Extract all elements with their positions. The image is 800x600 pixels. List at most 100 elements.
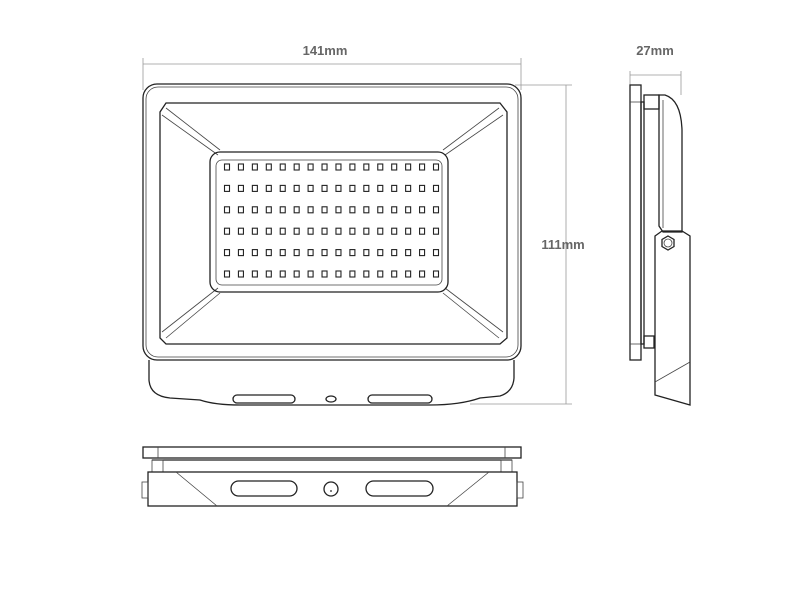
- led-chip: [321, 249, 328, 257]
- depth-dimension: 27mm: [629, 43, 682, 95]
- led-chip: [307, 206, 314, 214]
- led-chip: [293, 163, 300, 171]
- led-chip: [251, 184, 258, 192]
- led-chip: [265, 206, 272, 214]
- vent-slot-right: [367, 394, 433, 404]
- height-dimension: 111mm: [470, 84, 585, 405]
- led-chip: [377, 184, 384, 192]
- led-chip: [363, 184, 370, 192]
- led-chip: [265, 184, 272, 192]
- led-grid: [223, 163, 440, 278]
- width-label: 141mm: [303, 43, 348, 58]
- led-chip: [419, 227, 426, 235]
- led-chip: [321, 227, 328, 235]
- led-chip: [251, 270, 258, 278]
- led-chip: [349, 163, 356, 171]
- led-chip: [419, 206, 426, 214]
- led-chip: [432, 249, 440, 257]
- led-chip: [237, 163, 244, 171]
- vent-slot-left: [232, 394, 296, 404]
- led-chip: [237, 227, 244, 235]
- led-chip: [265, 227, 272, 235]
- led-chip: [405, 206, 412, 214]
- led-chip: [223, 270, 231, 278]
- led-chip: [223, 206, 231, 214]
- led-chip: [377, 163, 384, 171]
- led-chip: [237, 184, 244, 192]
- led-chip: [405, 249, 412, 257]
- led-chip: [279, 227, 286, 235]
- led-chip: [391, 163, 398, 171]
- led-chip: [377, 249, 384, 257]
- led-chip: [321, 270, 328, 278]
- led-chip: [293, 270, 300, 278]
- led-chip: [321, 206, 328, 214]
- led-chip: [335, 184, 342, 192]
- led-chip: [293, 249, 300, 257]
- led-chip: [279, 163, 286, 171]
- bolt-icon: [661, 235, 675, 251]
- led-chip: [363, 249, 370, 257]
- led-chip: [363, 227, 370, 235]
- led-chip: [405, 163, 412, 171]
- led-chip: [391, 206, 398, 214]
- led-chip: [307, 270, 314, 278]
- led-chip: [349, 249, 356, 257]
- led-chip: [251, 206, 258, 214]
- led-chip: [335, 270, 342, 278]
- led-chip: [363, 163, 370, 171]
- led-chip: [293, 206, 300, 214]
- led-chip: [279, 249, 286, 257]
- led-chip: [419, 163, 426, 171]
- led-chip: [279, 206, 286, 214]
- cable-gland: [325, 395, 337, 403]
- led-chip: [349, 270, 356, 278]
- led-chip: [279, 184, 286, 192]
- height-label: 111mm: [541, 237, 584, 252]
- led-chip: [405, 184, 412, 192]
- led-chip: [307, 184, 314, 192]
- led-chip: [349, 184, 356, 192]
- led-chip: [335, 249, 342, 257]
- led-chip: [293, 184, 300, 192]
- led-chip: [307, 227, 314, 235]
- led-chip: [223, 249, 231, 257]
- led-chip: [265, 270, 272, 278]
- led-chip: [391, 184, 398, 192]
- led-chip: [377, 270, 384, 278]
- led-chip: [432, 163, 440, 171]
- led-chip: [377, 227, 384, 235]
- led-chip: [432, 227, 440, 235]
- led-chip: [377, 206, 384, 214]
- led-chip: [349, 206, 356, 214]
- led-chip: [335, 163, 342, 171]
- led-chip: [321, 163, 328, 171]
- led-chip: [419, 249, 426, 257]
- led-chip: [237, 206, 244, 214]
- led-chip: [432, 270, 440, 278]
- side-view: [629, 84, 691, 406]
- led-chip: [432, 184, 440, 192]
- led-chip: [223, 163, 231, 171]
- led-chip: [293, 227, 300, 235]
- led-chip: [251, 249, 258, 257]
- led-chip: [405, 227, 412, 235]
- led-chip: [363, 270, 370, 278]
- led-chip: [432, 206, 440, 214]
- led-chip: [335, 227, 342, 235]
- led-chip: [391, 227, 398, 235]
- led-chip: [265, 163, 272, 171]
- front-view: [142, 83, 522, 406]
- led-chip: [363, 206, 370, 214]
- led-chip: [419, 184, 426, 192]
- led-chip: [251, 227, 258, 235]
- depth-label: 27mm: [636, 43, 674, 58]
- bottom-view: [141, 446, 524, 507]
- led-chip: [391, 270, 398, 278]
- led-chip: [321, 184, 328, 192]
- width-dimension: 141mm: [142, 43, 522, 90]
- led-chip: [279, 270, 286, 278]
- led-chip: [251, 163, 258, 171]
- led-chip: [237, 249, 244, 257]
